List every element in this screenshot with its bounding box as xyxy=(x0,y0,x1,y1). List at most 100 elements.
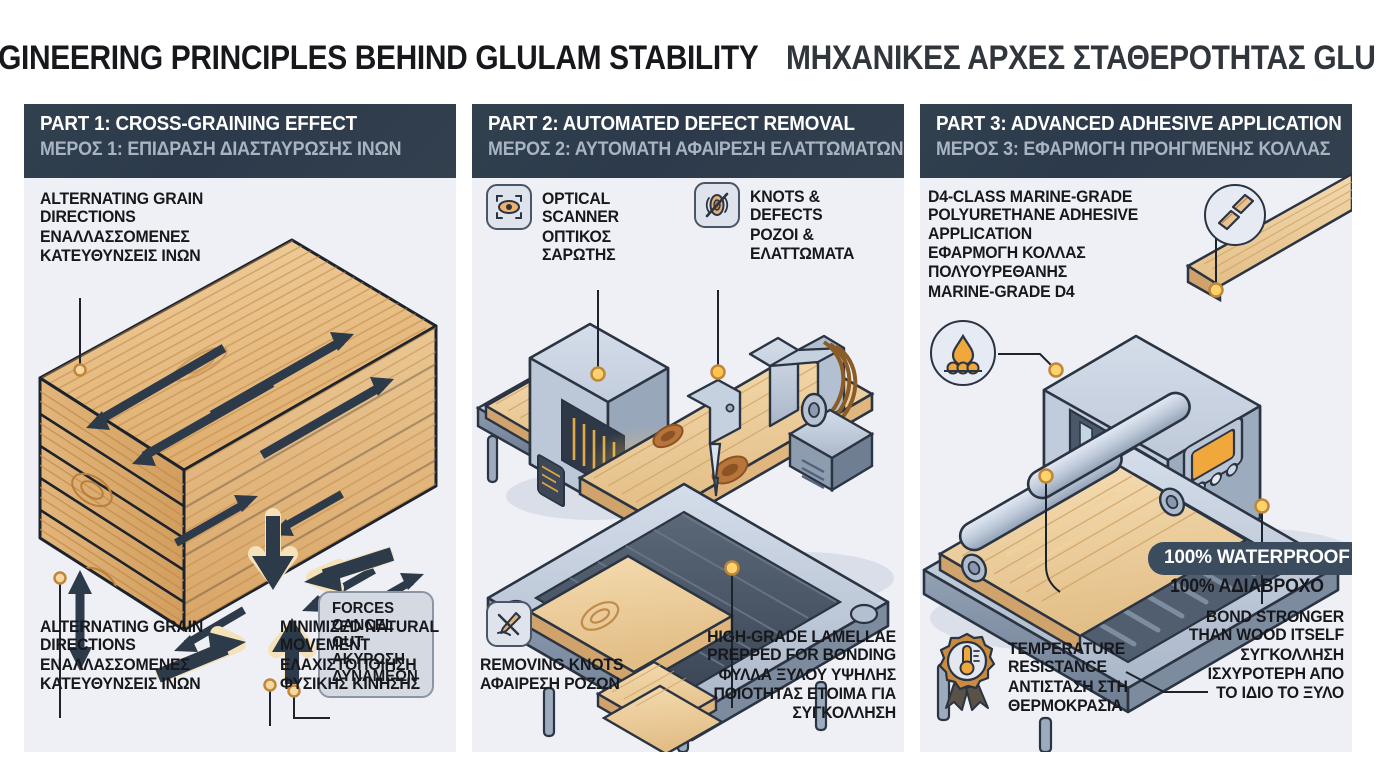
label-line: 100% ΑΔΙΑΒΡΟΧΟ xyxy=(1170,576,1324,597)
knot-defect-icon xyxy=(694,182,740,228)
hotspot-forces xyxy=(287,684,301,698)
waterproof-badge: 100% WATERPROOF xyxy=(1148,542,1352,575)
panel-2-hotspots xyxy=(590,364,740,576)
label-line: ALTERNATING GRAIN xyxy=(40,617,204,636)
panel-1-header: PART 1: CROSS-GRAINING EFFECT ΜΕΡΟΣ 1: Ε… xyxy=(24,104,456,178)
panel-1-hotspots xyxy=(53,363,301,698)
glue-roller-back xyxy=(1026,391,1191,517)
label-temperature-resistance: TEMPERATURE RESISTANCE ΑΝΤΙΣΤΑΣΗ ΣΤΗ ΘΕΡ… xyxy=(1008,639,1158,715)
panel-2-body: OPTICAL SCANNER ΟΠΤΙΚΟΣ ΣΑΡΩΤΗΣ xyxy=(472,178,904,752)
label-minimized-movement: MINIMIZED NATURAL MOVEMENT ΕΛΑΧΙΣΤΟΠΟΙΗΣ… xyxy=(280,617,456,693)
label-line: ΕΝΑΛΛΑΣΣΟΜΕΝΕΣ xyxy=(40,654,190,674)
arrow-down-left-1 xyxy=(132,379,275,466)
hotspot-grain-top xyxy=(73,363,87,377)
panel-1-body: ALTERNATING GRAIN DIRECTIONS ΕΝΑΛΛΑΣΣΟΜΕ… xyxy=(24,178,456,752)
arrow-front-right-1 xyxy=(174,495,258,547)
page-title-greek: ΜΗΧΑΝΙΚΕΣ ΑΡΧΕΣ ΣΤΑΘΕΡΟΤΗΤΑΣ GLULAM xyxy=(786,38,1376,77)
panel-defect-removal: PART 2: AUTOMATED DEFECT REMOVAL ΜΕΡΟΣ 2… xyxy=(472,104,904,752)
eye-scanner-icon xyxy=(486,184,532,230)
cable-bundle xyxy=(822,340,858,422)
label-line: ΦΥΛΛΑ ΞΥΛΟΥ ΥΨΗΛΗΣ xyxy=(718,664,897,684)
page-title: ENGINEERING PRINCIPLES BEHIND GLULAM STA… xyxy=(0,30,1376,86)
hotspot-lamella xyxy=(724,560,740,576)
label-bond-stronger: BOND STRONGER THAN WOOD ITSELF ΣΥΓΚΟΛΛΗΣ… xyxy=(1144,607,1344,703)
force-arrow-up xyxy=(268,618,316,686)
label-line: ΟΠΤΙΚΟΣ ΣΑΡΩΤΗΣ xyxy=(542,226,616,265)
beam-laminations xyxy=(40,389,184,625)
label-line: ΣΥΓΚΟΛΛΗΣΗ xyxy=(792,703,896,723)
label-line: ΠΟΙΟΤΗΤΑΣ ΕΤΟΙΜΑ ΓΙΑ xyxy=(713,684,897,704)
panel-2-header-english: PART 2: AUTOMATED DEFECT REMOVAL xyxy=(488,113,855,135)
label-knots-defects: KNOTS & DEFECTS ΡΟΖΟΙ & ΕΛΑΤΤΩΜΑΤΑ xyxy=(750,187,900,264)
label-waterproof-greek: 100% ΑΔΙΑΒΡΟΧΟ xyxy=(1170,576,1350,598)
panel-adhesive-application: PART 3: ADVANCED ADHESIVE APPLICATION ΜΕ… xyxy=(920,104,1352,752)
conveyor-leg-1 xyxy=(542,686,556,738)
panel-3-header-greek: ΜΕΡΟΣ 3: ΕΦΑΡΜΟΓΗ ΠΡΟΗΓΜΕΝΗΣ ΚΟΛΛΑΣ xyxy=(936,139,1331,160)
label-line: ΕΛΑΤΤΩΜΑΤΑ xyxy=(750,244,855,264)
label-line: KNOTS & DEFECTS xyxy=(750,187,823,225)
label-line: ΑΝΤΙΣΤΑΣΗ ΣΤΗ xyxy=(1008,676,1128,696)
glulam-beam-illustration xyxy=(38,238,438,726)
panel-1-header-greek: ΜΕΡΟΣ 1: ΕΠΙΔΡΑΣΗ ΔΙΑΣΤΑΥΡΩΣΗΣ ΙΝΩΝ xyxy=(40,139,402,160)
hotspot-cutter xyxy=(710,364,726,380)
arrow-down-left-2 xyxy=(86,344,227,430)
label-line: THAN WOOD ITSELF xyxy=(1188,625,1344,645)
callout-line: FORCES xyxy=(332,600,395,617)
callout-forces-cancel-out: FORCES CANCEL OUT ΑΚΥΡΩΣΗ ΔΥΝΑΜΕΩΝ xyxy=(318,591,434,698)
label-line: HIGH-GRADE LAMELLAE xyxy=(707,627,896,646)
converging-force-arrows xyxy=(155,508,395,686)
conveyor-leg-3 xyxy=(814,680,828,732)
label-line: D4-CLASS MARINE-GRADE xyxy=(928,187,1133,206)
label-adhesive-application: D4-CLASS MARINE-GRADE POLYURETHANE ADHES… xyxy=(928,187,1158,301)
label-line: ΚΑΤΕΥΘΥΝΣΕΙΣ ΙΝΩΝ xyxy=(40,246,201,266)
label-line: POLYURETHANE ADHESIVE xyxy=(928,205,1139,225)
cnc-gantry xyxy=(686,334,875,497)
hotspot-grain-bottom xyxy=(53,571,67,585)
hotspot-waterproof xyxy=(1254,498,1270,514)
label-line: ΑΦΑΙΡΕΣΗ ΡΟΖΩΝ xyxy=(480,674,620,694)
force-arrow-down xyxy=(248,508,298,590)
label-removing-knots: REMOVING KNOTS ΑΦΑΙΡΕΣΗ ΡΟΖΩΝ xyxy=(480,655,670,694)
panel-container: PART 1: CROSS-GRAINING EFFECT ΜΕΡΟΣ 1: Ε… xyxy=(24,104,1352,752)
label-line: ΚΑΤΕΥΘΥΝΣΕΙΣ ΙΝΩΝ xyxy=(40,674,201,694)
hotspot-scanner xyxy=(590,366,606,382)
panel-2-leader-lines xyxy=(597,290,733,708)
panel-1-header-english: PART 1: CROSS-GRAINING EFFECT xyxy=(40,113,357,135)
label-line: APPLICATION xyxy=(928,223,1032,243)
cutter-head xyxy=(686,378,742,446)
label-line: MOVEMENT xyxy=(280,635,370,655)
thermometer-glyph xyxy=(959,645,980,676)
label-line: RESISTANCE xyxy=(1008,657,1107,677)
label-line: MINIMIZED NATURAL xyxy=(280,617,440,636)
label-line: ALTERNATING GRAIN xyxy=(40,189,204,208)
control-display xyxy=(1190,428,1236,481)
panel-3-header: PART 3: ADVANCED ADHESIVE APPLICATION ΜΕ… xyxy=(920,104,1352,178)
hotspot-movement xyxy=(263,678,277,692)
label-line: MARINE-GRADE D4 xyxy=(928,281,1075,301)
label-line: ΤΟ ΙΔΙΟ ΤΟ ΞΥΛΟ xyxy=(1216,683,1344,703)
panel-2-header: PART 2: AUTOMATED DEFECT REMOVAL ΜΕΡΟΣ 2… xyxy=(472,104,904,178)
label-line: ΕΦΑΡΜΟΓΗ ΚΟΛΛΑΣ xyxy=(928,243,1086,263)
label-line: BOND STRONGER xyxy=(1205,607,1344,626)
panel-3-header-english: PART 3: ADVANCED ADHESIVE APPLICATION xyxy=(936,113,1342,135)
adhesive-droplet-icon xyxy=(930,320,996,386)
label-alternating-grain-top: ALTERNATING GRAIN DIRECTIONS ΕΝΑΛΛΑΣΣΟΜΕ… xyxy=(40,189,250,266)
motor-vents xyxy=(801,458,825,490)
page-title-english: ENGINEERING PRINCIPLES BEHIND GLULAM STA… xyxy=(0,38,759,77)
temperature-medal-icon xyxy=(932,630,1002,714)
force-arrow-left xyxy=(304,547,395,596)
wood-joint-icon xyxy=(1204,184,1266,246)
callout-line: CANCEL OUT xyxy=(332,616,394,651)
vertical-expansion-arrow xyxy=(68,570,92,671)
label-line: REMOVING KNOTS xyxy=(480,655,624,674)
label-line: ΣΥΓΚΟΛΛΗΣΗ xyxy=(1240,644,1344,664)
panel-3-hotspots xyxy=(1038,282,1270,514)
label-line: ΠΟΛΥΟΥΡΕΘΑΝΗΣ xyxy=(928,262,1068,282)
label-line: DIRECTIONS xyxy=(40,635,136,655)
label-alternating-grain-bottom: ALTERNATING GRAIN DIRECTIONS ΕΝΑΛΛΑΣΣΟΜΕ… xyxy=(40,617,250,694)
hotspot-joint xyxy=(1208,282,1224,298)
force-arrow-right xyxy=(155,626,246,683)
label-line: ΕΛΑΧΙΣΤΟΠΟΙΗΣΗ xyxy=(280,654,417,674)
arrow-up-right-2 xyxy=(259,377,394,459)
